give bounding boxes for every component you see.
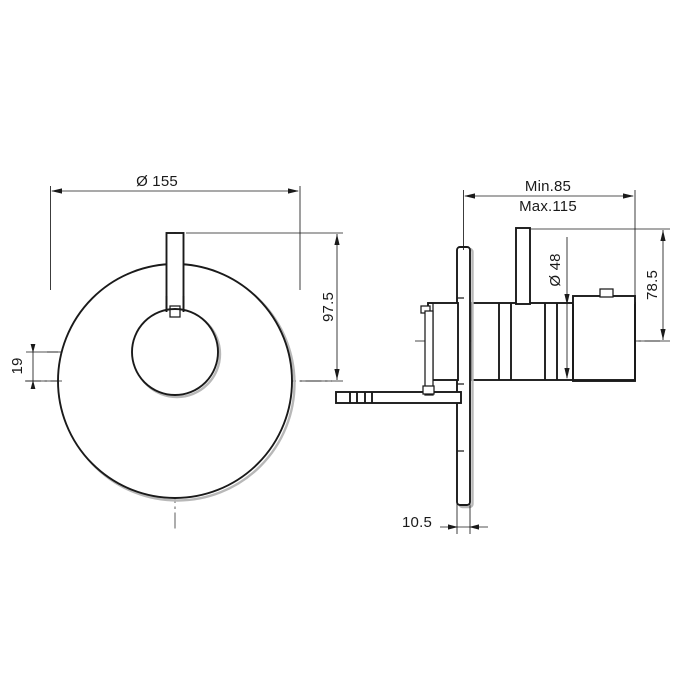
rear-block-tab-fill — [600, 289, 613, 297]
dim-105-arrow-right — [469, 524, 479, 530]
dimension-plate-thickness: 10.5 — [402, 500, 488, 534]
dim-19-label: 19 — [9, 357, 26, 374]
arm-riser-foot — [422, 385, 435, 395]
valve-body-shoulder-fill — [573, 296, 635, 304]
dim-depth-min-label: Min.85 — [525, 178, 571, 195]
dimension-plate-diameter: Ø 155 — [50, 173, 301, 290]
rear-block-tab — [599, 288, 614, 298]
valve-body-fill — [472, 303, 635, 380]
dim-785-label: 78.5 — [644, 270, 661, 300]
dim-19-arrow-bottom — [30, 380, 36, 389]
dim-975-arrow-top — [334, 234, 340, 245]
dim-975-arrow-bottom — [334, 369, 340, 380]
dim-depth-max-label: Max.115 — [519, 198, 577, 215]
side-lever-handle — [515, 227, 531, 305]
dimension-body-depth: Min.85 Max.115 — [463, 178, 636, 300]
control-knob-outline[interactable] — [131, 308, 219, 396]
dim-785-arrow-bottom — [660, 329, 666, 340]
dimension-handle-height: 97.5 — [186, 232, 343, 382]
dim-depth-arrow-left — [464, 193, 475, 199]
dim-975-label: 97.5 — [320, 292, 337, 322]
arm-riser-foot-fill — [423, 386, 434, 394]
dimension-knob-offset: 19 — [9, 344, 62, 389]
lever-knob-junction-mask — [167, 300, 183, 308]
side-lever-handle-fill — [516, 228, 530, 304]
dim-48-arrow-top — [564, 294, 570, 305]
mounting-arm-fill — [336, 392, 461, 403]
dim-105-arrow-left — [448, 524, 458, 530]
wall-plate-fill — [457, 247, 470, 505]
lever-handle-stem-fill — [166, 233, 184, 312]
arm-riser-fill — [425, 311, 433, 395]
dim-depth-arrow-right — [623, 193, 634, 199]
arm-riser-outline — [424, 310, 434, 396]
dim-19-arrow-top — [30, 344, 36, 353]
lever-collar-top — [169, 305, 181, 318]
dim-105-label: 10.5 — [402, 514, 432, 531]
dim-48-arrow-bottom — [564, 368, 570, 379]
rear-sleeve-nib-fill — [421, 306, 430, 313]
dim-155-arrow-right — [288, 188, 299, 194]
dimension-body-diameter: Ø 48 — [547, 237, 570, 379]
front-view — [25, 232, 332, 530]
dim-785-arrow-top — [660, 230, 666, 241]
dim-48-label: Ø 48 — [547, 253, 564, 286]
dimension-body-height: 78.5 — [531, 228, 670, 342]
dim-155-arrow-left — [51, 188, 62, 194]
side-view — [335, 227, 660, 509]
mounting-arm-outline — [335, 391, 462, 404]
dim-155-label: Ø 155 — [136, 173, 178, 190]
control-knob-fill — [132, 309, 218, 395]
